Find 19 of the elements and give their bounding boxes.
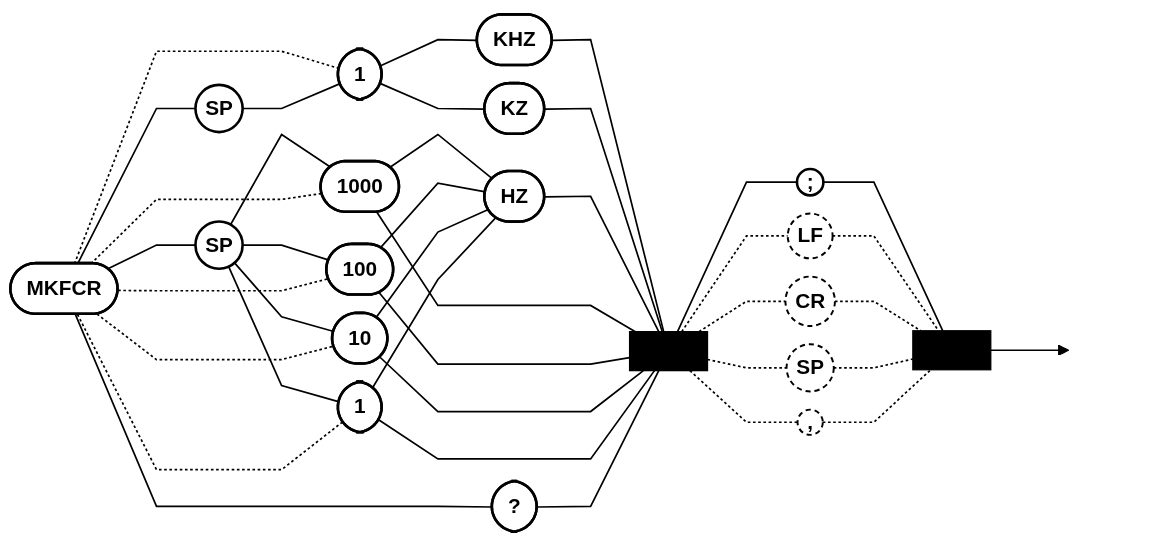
connector [676, 181, 798, 333]
connector [376, 211, 637, 333]
connector [76, 313, 344, 471]
node-circle: LF [786, 212, 834, 260]
connector [229, 133, 332, 226]
connector [536, 369, 660, 508]
connector [551, 38, 665, 333]
node-circle: CR [784, 275, 836, 328]
node-circle: SP [785, 343, 835, 393]
node-circle: SP [194, 83, 244, 134]
node-bar [912, 330, 992, 371]
connector [379, 356, 645, 413]
node-circle: ; [795, 167, 825, 197]
node-circle: SP [194, 220, 244, 270]
connector [378, 369, 656, 460]
node-circle: , [796, 408, 824, 436]
connector [389, 133, 494, 180]
connector [371, 216, 497, 389]
node-bar [628, 331, 709, 372]
